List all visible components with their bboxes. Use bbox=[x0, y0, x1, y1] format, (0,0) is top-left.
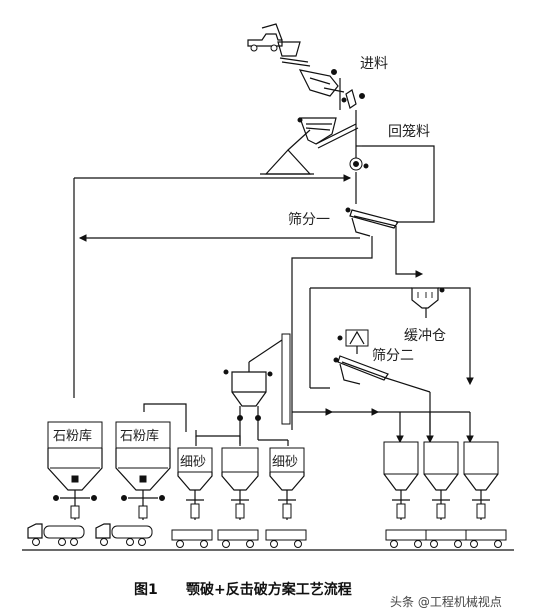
dust-collector-icon bbox=[223, 333, 291, 425]
feed-label: 进料 bbox=[360, 56, 388, 72]
feed-truck-icon bbox=[247, 23, 283, 52]
screen1-icon bbox=[345, 207, 399, 237]
screen1-label: 筛分一 bbox=[288, 212, 330, 228]
fine-sand-silo-1 bbox=[177, 447, 213, 491]
aggregate-silo-2 bbox=[423, 441, 459, 491]
screen2-icon bbox=[333, 355, 389, 385]
transfer-valve-icon bbox=[349, 157, 369, 171]
middle-silo bbox=[221, 447, 259, 491]
stockpile-icon bbox=[260, 129, 314, 175]
fine-sand-silo-2 bbox=[269, 447, 305, 491]
dump-trucks bbox=[171, 529, 507, 548]
aggregate-silo-1 bbox=[383, 441, 419, 491]
buffer-bin-icon bbox=[411, 287, 445, 309]
feed-hopper-icon bbox=[277, 41, 311, 67]
fine-sand-label-2: 细砂 bbox=[272, 455, 298, 470]
figure-title: 颚破+反击破方案工艺流程 bbox=[186, 581, 352, 598]
feed-chute-icon bbox=[339, 78, 365, 110]
return-label: 回笼料 bbox=[388, 123, 430, 140]
fine-sand-label-1: 细砂 bbox=[180, 455, 206, 470]
discharge-devices bbox=[53, 490, 490, 520]
watermark: 头条 @工程机械视点 bbox=[390, 594, 502, 609]
stone-powder-silo-1 bbox=[47, 421, 103, 491]
sand-washer-icon bbox=[337, 329, 369, 347]
stone-powder-label-2: 石粉库 bbox=[120, 428, 159, 444]
tanker-trucks bbox=[27, 523, 153, 546]
aggregate-silo-3 bbox=[463, 441, 499, 491]
screen2-label: 筛分二 bbox=[372, 348, 414, 364]
figure-number: 图1 bbox=[134, 582, 158, 598]
jaw-crusher-icon bbox=[298, 69, 345, 97]
stone-powder-label-1: 石粉库 bbox=[53, 428, 92, 444]
impact-crusher-icon bbox=[297, 117, 359, 149]
buffer-label: 缓冲仓 bbox=[404, 328, 446, 344]
